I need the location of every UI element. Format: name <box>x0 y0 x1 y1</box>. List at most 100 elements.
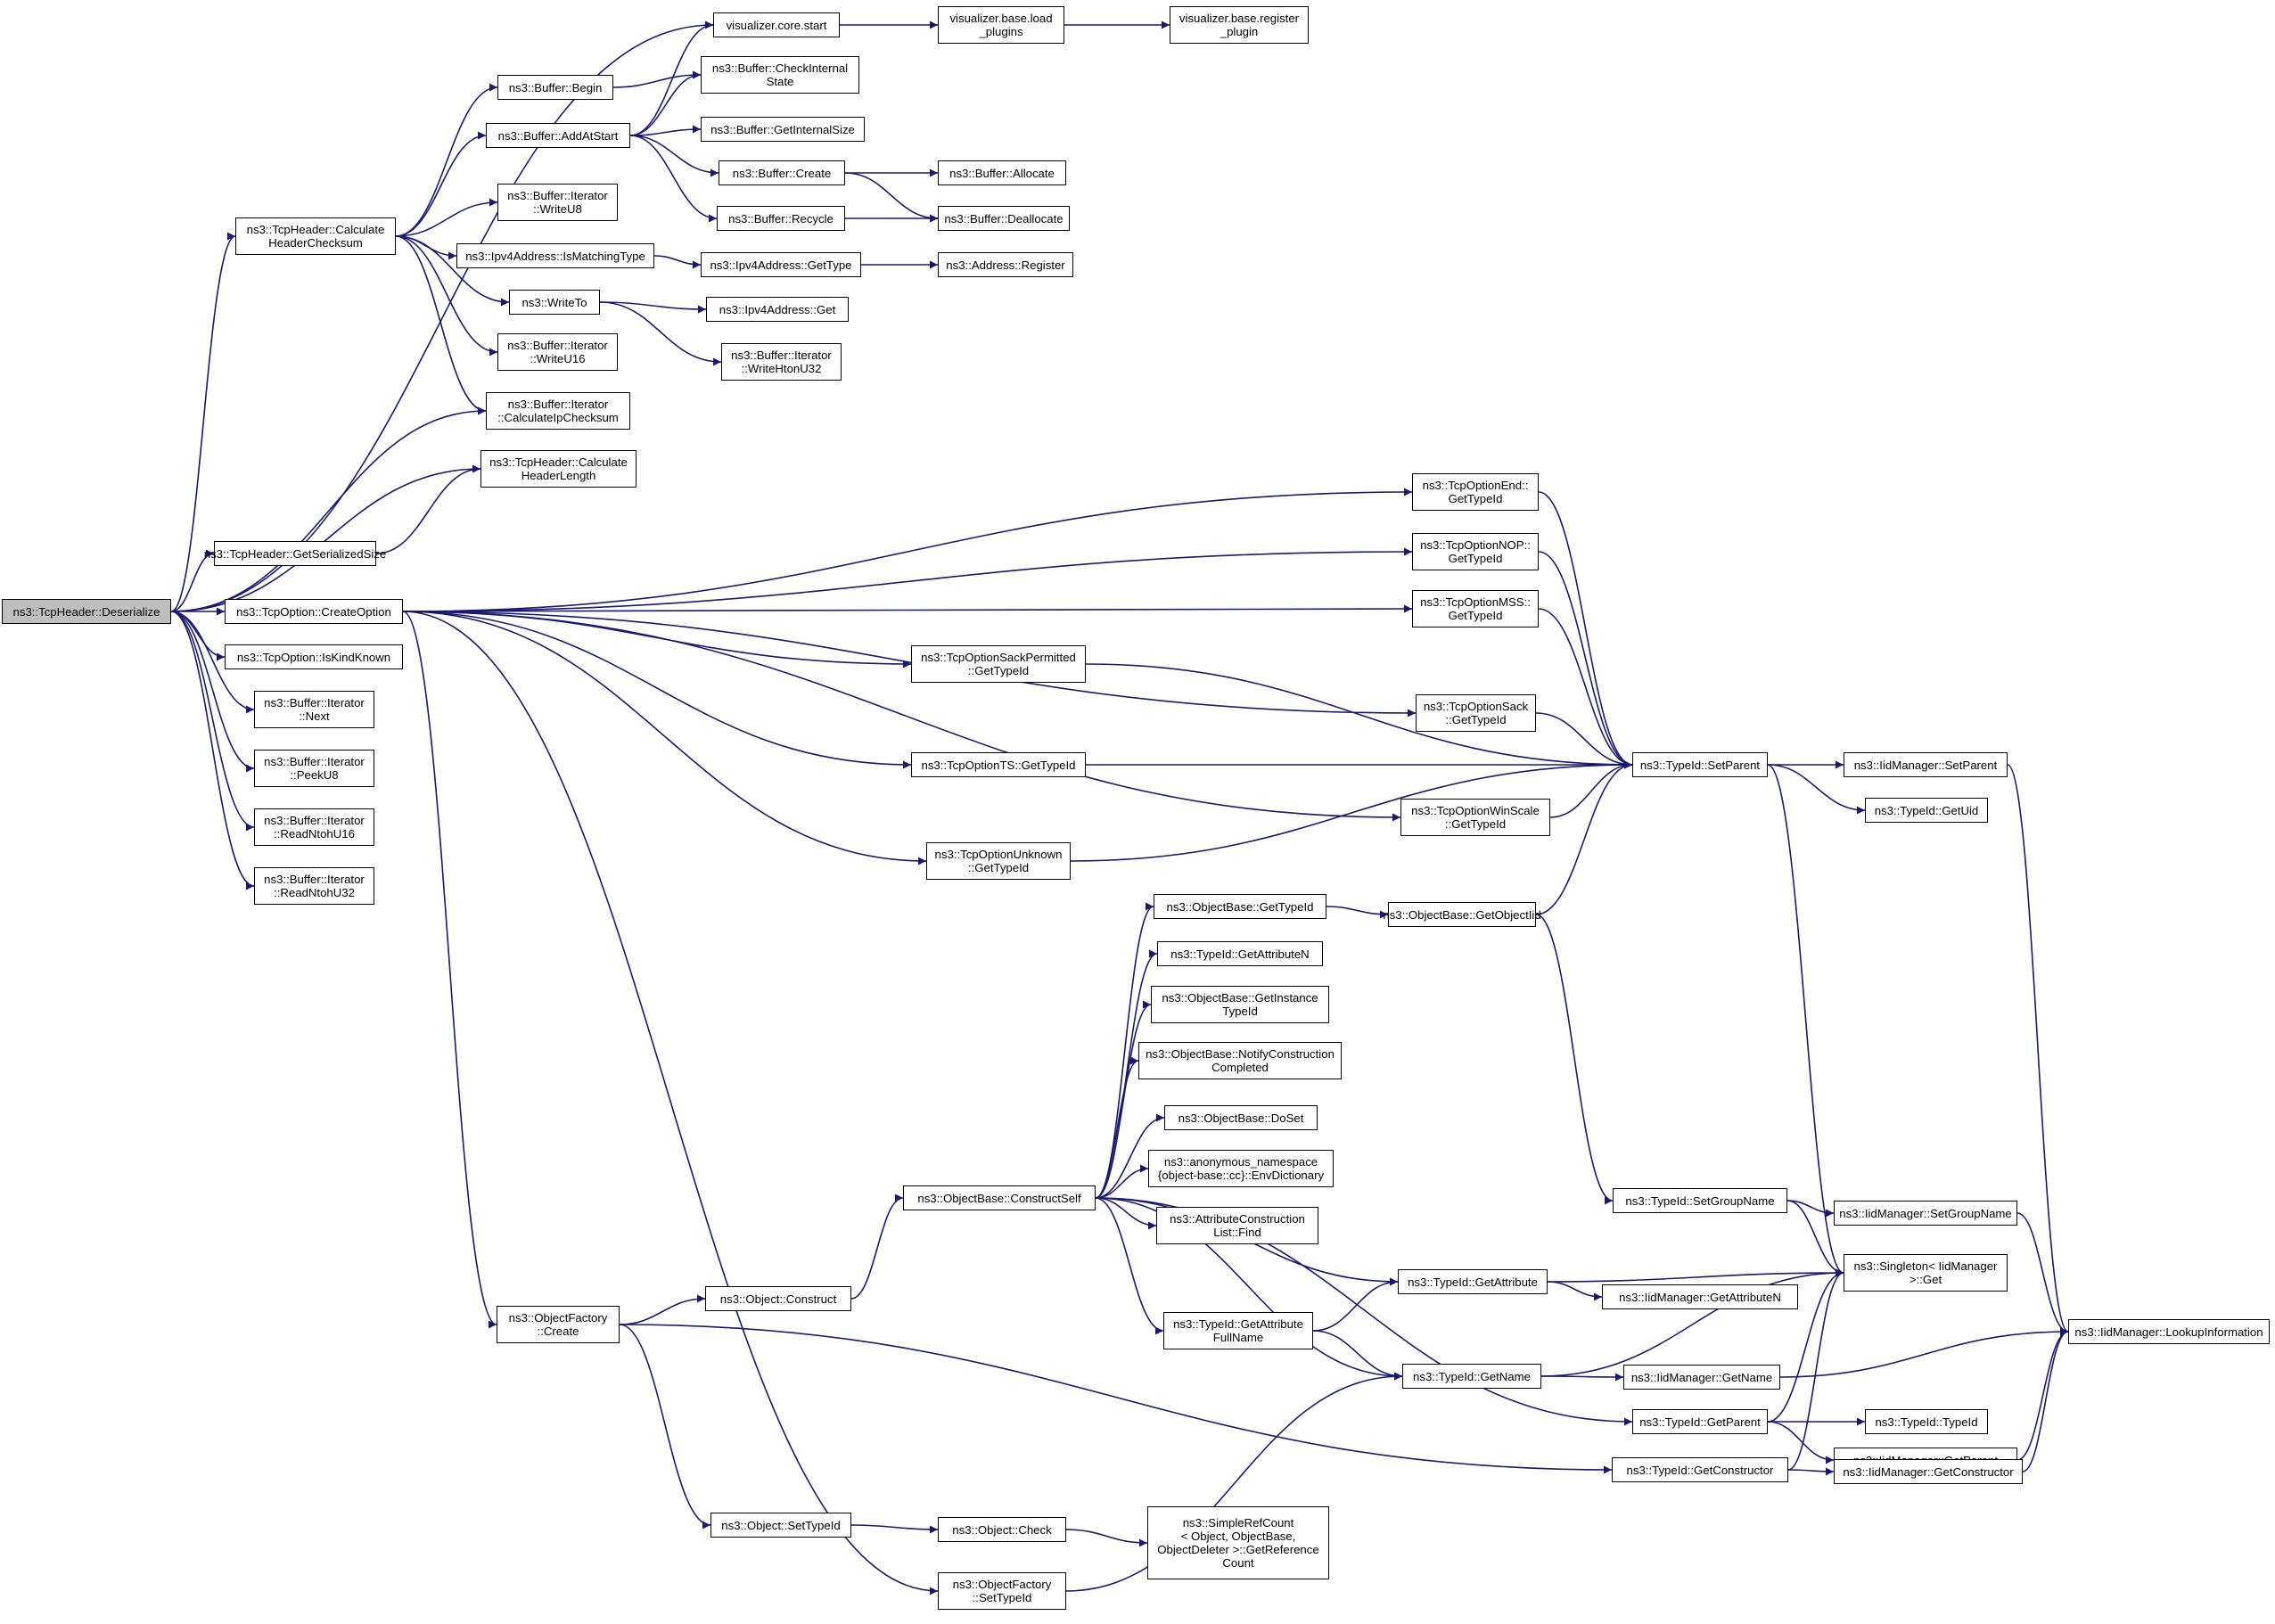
graph-node-label: ::Create <box>537 1325 579 1338</box>
graph-node[interactable]: ns3::TcpOptionEnd::GetTypeId <box>1412 473 1539 511</box>
call-edge <box>395 131 487 237</box>
graph-node-label: ns3::ObjectBase::GetTypeId <box>1166 899 1314 914</box>
graph-node[interactable]: ns3::Buffer::Create <box>719 160 845 185</box>
call-edge <box>170 611 255 773</box>
graph-node[interactable]: ns3::ObjectBase::ConstructSelf <box>903 1185 1096 1210</box>
graph-node-label: ns3::Buffer::Recycle <box>728 211 834 226</box>
graph-node[interactable]: ns3::TcpOptionUnknown::GetTypeId <box>926 842 1071 880</box>
call-edge <box>850 1193 904 1300</box>
graph-node[interactable]: ns3::TypeId::GetName <box>1402 1364 1541 1389</box>
graph-node[interactable]: ns3::ObjectFactory::SetTypeId <box>938 1572 1066 1610</box>
graph-node[interactable]: ns3::TcpOptionTS::GetTypeId <box>911 752 1086 777</box>
graph-node[interactable]: ns3::IidManager::SetParent <box>1844 752 2008 777</box>
graph-node[interactable]: ns3::TypeId::SetGroupName <box>1613 1188 1787 1213</box>
graph-node[interactable]: visualizer.base.load_plugins <box>938 6 1064 44</box>
graph-node[interactable]: ns3::Buffer::Allocate <box>938 160 1066 185</box>
graph-node[interactable]: ns3::ObjectBase::GetObjectIid <box>1383 902 1541 927</box>
graph-node-label: ns3::TcpOption::IsKindKnown <box>236 650 391 664</box>
graph-node[interactable]: ns3::ObjectFactory::Create <box>497 1306 620 1343</box>
graph-node[interactable]: ns3::TcpOptionSackPermitted::GetTypeId <box>911 645 1086 683</box>
graph-node[interactable]: ns3::Buffer::Iterator::CalculateIpChecks… <box>486 392 630 430</box>
graph-node[interactable]: ns3::Buffer::Begin <box>497 75 613 100</box>
graph-node[interactable]: ns3::Buffer::GetInternalSize <box>701 117 865 142</box>
graph-node[interactable]: ns3::TcpOption::IsKindKnown <box>225 644 403 669</box>
graph-node-label: ::Next <box>299 709 330 723</box>
graph-node[interactable]: ns3::Buffer::Iterator::PeekU8 <box>254 750 374 787</box>
graph-node[interactable]: ns3::Ipv4Address::IsMatchingType <box>456 243 654 268</box>
graph-node[interactable]: ns3::TcpOption::CreateOption <box>225 599 403 624</box>
graph-node[interactable]: ns3::Ipv4Address::GetType <box>701 252 861 277</box>
graph-node-label: ns3::IidManager::GetAttributeN <box>1619 1290 1781 1304</box>
graph-node-label: ns3::ObjectBase::ConstructSelf <box>917 1191 1081 1205</box>
graph-node[interactable]: ns3::SimpleRefCount< Object, ObjectBase,… <box>1147 1506 1329 1579</box>
graph-node[interactable]: ns3::anonymous_namespace{object-base::cc… <box>1148 1150 1334 1187</box>
graph-node-label: ::WriteHtonU32 <box>741 362 822 375</box>
graph-node[interactable]: ns3::IidManager::GetName <box>1623 1365 1780 1390</box>
graph-node[interactable]: ns3::TcpOptionNOP::GetTypeId <box>1412 533 1539 570</box>
graph-node-label: visualizer.base.load <box>949 12 1053 25</box>
graph-node-label: ::SetTypeId <box>972 1591 1032 1604</box>
graph-node[interactable]: visualizer.base.register_plugin <box>1170 6 1309 44</box>
graph-node[interactable]: ns3::IidManager::SetGroupName <box>1834 1201 2017 1226</box>
graph-node[interactable]: ns3::TcpOptionMSS::GetTypeId <box>1412 590 1539 627</box>
graph-node[interactable]: ns3::TcpHeader::Deserialize <box>2 599 171 624</box>
graph-node-label: ns3::TcpHeader::GetSerializedSize <box>203 546 387 561</box>
call-edge <box>1095 1164 1149 1199</box>
call-edge <box>402 611 1401 822</box>
graph-node-label: ns3::TcpOptionNOP:: <box>1420 538 1531 552</box>
graph-node[interactable]: ns3::TypeId::GetUid <box>1865 798 1988 823</box>
graph-node[interactable]: ns3::Object::SetTypeId <box>710 1513 851 1538</box>
graph-node[interactable]: ns3::Buffer::Recycle <box>717 206 845 231</box>
call-edge <box>1540 1268 1844 1377</box>
call-edge <box>395 83 498 237</box>
call-edge <box>395 235 510 307</box>
graph-node[interactable]: ns3::Buffer::AddAtStart <box>486 123 630 148</box>
graph-node[interactable]: ns3::TypeId::GetParent <box>1632 1409 1768 1434</box>
graph-node[interactable]: ns3::TypeId::SetParent <box>1632 752 1768 777</box>
graph-node[interactable]: ns3::Buffer::Deallocate <box>938 206 1070 231</box>
graph-node[interactable]: ns3::IidManager::GetConstructor <box>1834 1459 2023 1484</box>
graph-node[interactable]: ns3::Singleton< IidManager >::Get <box>1844 1254 2008 1292</box>
graph-node-label: ns3::Ipv4Address::Get <box>719 302 836 316</box>
graph-node[interactable]: ns3::Buffer::Iterator::ReadNtohU16 <box>254 808 374 846</box>
call-edge <box>1538 491 1633 769</box>
graph-node[interactable]: ns3::ObjectBase::DoSet <box>1164 1105 1318 1130</box>
graph-node[interactable]: ns3::TypeId::GetConstructor <box>1612 1457 1788 1482</box>
graph-node[interactable]: ns3::TcpHeader::GetSerializedSize <box>204 541 386 566</box>
call-edge <box>1065 1529 1148 1547</box>
graph-node[interactable]: ns3::Buffer::Iterator::Next <box>254 691 374 728</box>
graph-node-label: ns3::IidManager::SetGroupName <box>1839 1206 2012 1220</box>
graph-node-label: ns3::TypeId::TypeId <box>1875 1415 1978 1429</box>
graph-node[interactable]: ns3::Buffer::Iterator::WriteU16 <box>497 333 618 371</box>
graph-node[interactable]: ns3::Buffer::Iterator::WriteHtonU32 <box>721 343 842 381</box>
graph-node[interactable]: ns3::Ipv4Address::Get <box>706 297 849 322</box>
graph-node[interactable]: ns3::Buffer::Iterator::WriteU8 <box>497 184 618 221</box>
graph-node-label: ns3::Object::SetTypeId <box>721 1518 841 1532</box>
graph-node[interactable]: ns3::TypeId::TypeId <box>1865 1409 1988 1434</box>
call-edge <box>395 198 498 237</box>
graph-node[interactable]: ns3::WriteTo <box>509 290 600 315</box>
graph-node-label: Count <box>1222 1556 1254 1570</box>
graph-node[interactable]: ns3::Buffer::Iterator::ReadNtohU32 <box>254 867 374 905</box>
graph-node-label: TypeId <box>1222 1005 1258 1018</box>
graph-node-label: ns3::TcpHeader::Calculate <box>489 455 628 469</box>
graph-node[interactable]: visualizer.core.start <box>713 12 840 37</box>
graph-node[interactable]: ns3::IidManager::LookupInformation <box>2068 1319 2270 1344</box>
call-edge <box>402 547 1413 612</box>
graph-node[interactable]: ns3::Address::Register <box>938 252 1073 277</box>
graph-node[interactable]: ns3::TypeId::GetAttribute <box>1398 1269 1548 1294</box>
graph-node[interactable]: ns3::TcpOptionWinScale::GetTypeId <box>1400 799 1550 836</box>
graph-node[interactable]: ns3::ObjectBase::GetTypeId <box>1154 894 1326 919</box>
graph-node[interactable]: ns3::Object::Check <box>938 1517 1066 1542</box>
graph-node[interactable]: ns3::TcpOptionSack::GetTypeId <box>1416 694 1536 732</box>
graph-node[interactable]: ns3::Object::Construct <box>705 1286 851 1311</box>
graph-node[interactable]: ns3::IidManager::GetAttributeN <box>1602 1284 1798 1309</box>
graph-node[interactable]: ns3::TypeId::GetAttributeN <box>1157 941 1323 966</box>
